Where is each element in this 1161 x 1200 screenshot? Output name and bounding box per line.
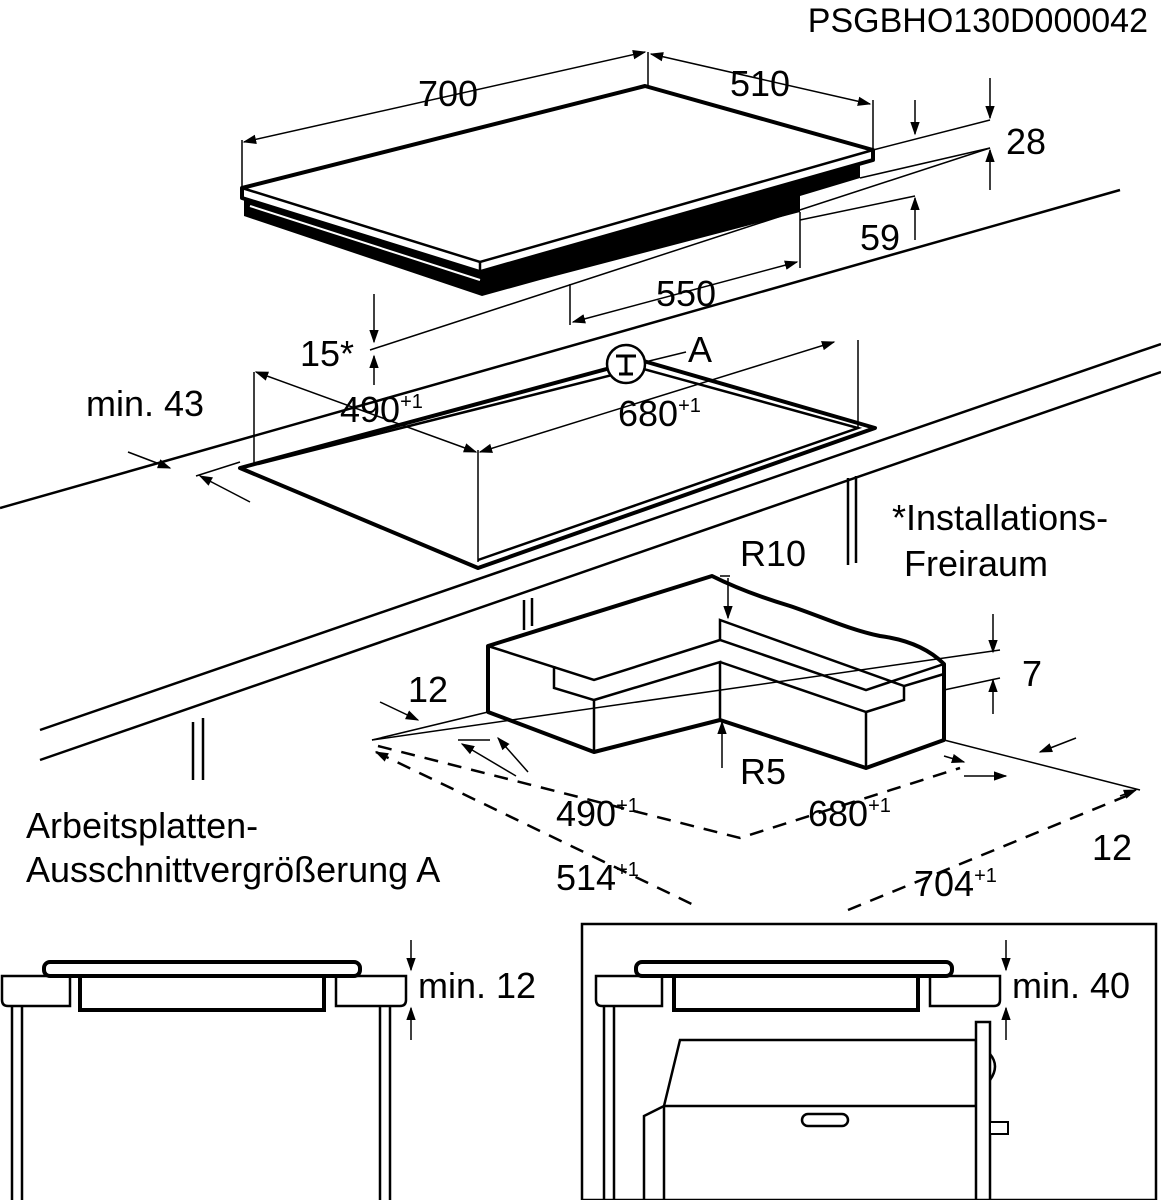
detail-ref-a: A (688, 329, 712, 370)
note-line-1: *Installations- (892, 497, 1108, 538)
detail-7: 7 (1022, 653, 1042, 694)
document-code: PSGBHO130D000042 (808, 2, 1148, 40)
dim-15-clearance: 15* (300, 333, 354, 374)
caption-line-2: Ausschnittvergrößerung A (26, 849, 440, 890)
note-line-2: Freiraum (904, 543, 1048, 584)
worktop-drawing (0, 147, 1161, 780)
detail-a-drawing (371, 574, 1141, 912)
caption-line-1: Arbeitsplatten- (26, 805, 258, 846)
detail-490: 490+1 (556, 793, 639, 834)
dim-28: 28 (1006, 121, 1046, 162)
detail-704: 704+1 (914, 863, 997, 904)
section-left-min-12: min. 12 (418, 965, 536, 1006)
detail-r10: R10 (740, 533, 806, 574)
detail-12-right: 12 (1092, 827, 1132, 868)
hob-drawing (240, 50, 995, 325)
dim-700: 700 (418, 73, 478, 114)
section-right-min-40: min. 40 (1012, 965, 1130, 1006)
detail-12-left: 12 (408, 669, 448, 710)
detail-514: 514+1 (556, 857, 639, 898)
detail-680: 680+1 (808, 793, 891, 834)
dim-min-43: min. 43 (86, 383, 204, 424)
detail-r5: R5 (740, 751, 786, 792)
dim-510: 510 (730, 63, 790, 104)
dim-59: 59 (860, 217, 900, 258)
section-left-drawing (0, 940, 416, 1200)
dim-490: 490+1 (340, 389, 423, 430)
dim-680: 680+1 (618, 393, 701, 434)
section-right-drawing (580, 922, 1158, 1200)
